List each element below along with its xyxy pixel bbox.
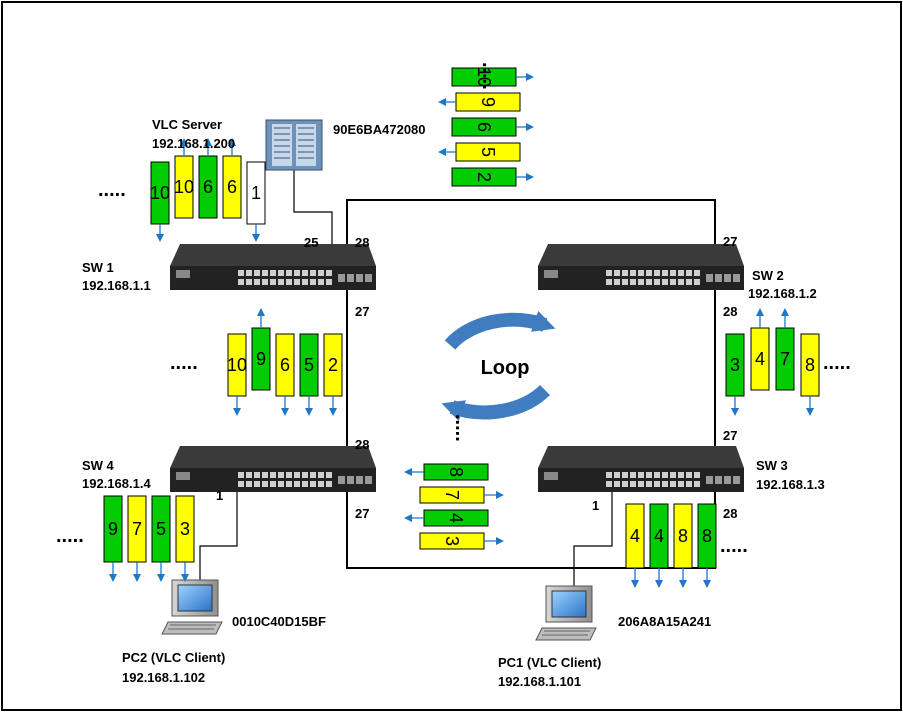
- frame-label: 1: [251, 183, 261, 203]
- frame-label: 8: [678, 526, 688, 546]
- frame-label: 6: [227, 177, 237, 197]
- switch-1-icon: [170, 244, 376, 290]
- frame-label: 3: [730, 355, 740, 375]
- ellipsis-top-link: .....: [478, 62, 500, 90]
- ellipsis-right-link: .....: [823, 352, 851, 374]
- pc1-title: PC1 (VLC Client): [498, 655, 601, 670]
- pc2-title: PC2 (VLC Client): [122, 650, 225, 665]
- frame-label: 6: [280, 355, 290, 375]
- server-icon: [265, 119, 323, 171]
- port-sw3-28: 28: [723, 506, 737, 521]
- frame-label: 7: [132, 519, 142, 539]
- ellipsis-pc2: .....: [56, 525, 84, 547]
- ring-links: [346, 199, 716, 569]
- frame-label: 9: [108, 519, 118, 539]
- port-sw2-28: 28: [723, 304, 737, 319]
- frame-label: 2: [328, 355, 338, 375]
- port-sw3-1: 1: [592, 498, 599, 513]
- bottom-link-group: 8 7 4 3: [404, 463, 504, 550]
- frame-label: 8: [446, 467, 466, 477]
- frame-label: 2: [474, 172, 494, 182]
- pc2-mac: 0010C40D15BF: [232, 614, 326, 629]
- port-sw4-27: 27: [355, 506, 369, 521]
- sw4-ip: 192.168.1.4: [82, 476, 151, 491]
- sw4-name: SW 4: [82, 458, 115, 473]
- pc1-wire: [573, 488, 613, 588]
- port-sw1-27: 27: [355, 304, 369, 319]
- port-sw4-28: 28: [355, 437, 369, 452]
- port-sw1-25: 25: [304, 235, 318, 250]
- frame-label: 5: [156, 519, 166, 539]
- frame-label: 4: [654, 526, 664, 546]
- pc1-computer-icon: [535, 585, 597, 641]
- frame-label: 4: [630, 526, 640, 546]
- ellipsis-server: .....: [98, 179, 126, 201]
- pc2-ip: 192.168.1.102: [122, 670, 205, 685]
- frame-label: 7: [780, 349, 790, 369]
- ellipsis-left-link: .....: [170, 352, 198, 374]
- sw3-name: SW 3: [756, 458, 788, 473]
- sw2-ip: 192.168.1.2: [748, 286, 817, 301]
- ellipsis-pc1: .....: [720, 535, 748, 557]
- frame-label: 10: [474, 67, 494, 87]
- frame-label: 6: [474, 122, 494, 132]
- frame-label: 5: [304, 355, 314, 375]
- server-mac: 90E6BA472080: [333, 122, 426, 137]
- sw1-ip: 192.168.1.1: [82, 278, 151, 293]
- frame-label: 8: [805, 355, 815, 375]
- pc2-computer-icon: [161, 579, 223, 635]
- server-ip: 192.168.1.200: [152, 136, 235, 151]
- switch-3-icon: [538, 446, 744, 492]
- top-link-group: 10 9 6 5 2: [438, 67, 534, 187]
- frame-label: 3: [442, 536, 462, 546]
- frame-label: 7: [442, 490, 462, 500]
- ellipses: ..... ..... ..... ..... ..... ..... ....…: [56, 62, 851, 557]
- frame-label: 3: [180, 519, 190, 539]
- frame-label: 4: [446, 513, 466, 523]
- sw1-name: SW 1: [82, 260, 114, 275]
- sw2-name: SW 2: [752, 268, 784, 283]
- loop-arrows: [441, 311, 556, 422]
- frame-label: 4: [755, 349, 765, 369]
- frame-label: 9: [256, 349, 266, 369]
- sw3-ip: 192.168.1.3: [756, 477, 825, 492]
- frame-label: 6: [203, 177, 213, 197]
- frame-label: 10: [150, 183, 170, 203]
- port-sw4-1: 1: [216, 488, 223, 503]
- frame-label: 5: [478, 147, 498, 157]
- server-title: VLC Server: [152, 117, 222, 132]
- pc1-mac: 206A8A15A241: [618, 614, 711, 629]
- switch-2-icon: [538, 244, 744, 290]
- frame-label: 9: [478, 97, 498, 107]
- switches: [170, 244, 744, 492]
- port-sw1-28: 28: [355, 235, 369, 250]
- loop-label: Loop: [481, 357, 530, 379]
- port-sw3-27: 27: [723, 428, 737, 443]
- frame-label: 10: [174, 177, 194, 197]
- ellipsis-bottom-link: .....: [451, 414, 473, 442]
- frame-label: 10: [227, 355, 247, 375]
- switch-4-icon: [170, 446, 376, 492]
- pc2-wire: [199, 488, 238, 582]
- port-sw2-27: 27: [723, 234, 737, 249]
- pc1-ip: 192.168.1.101: [498, 674, 581, 689]
- frame-label: 8: [702, 526, 712, 546]
